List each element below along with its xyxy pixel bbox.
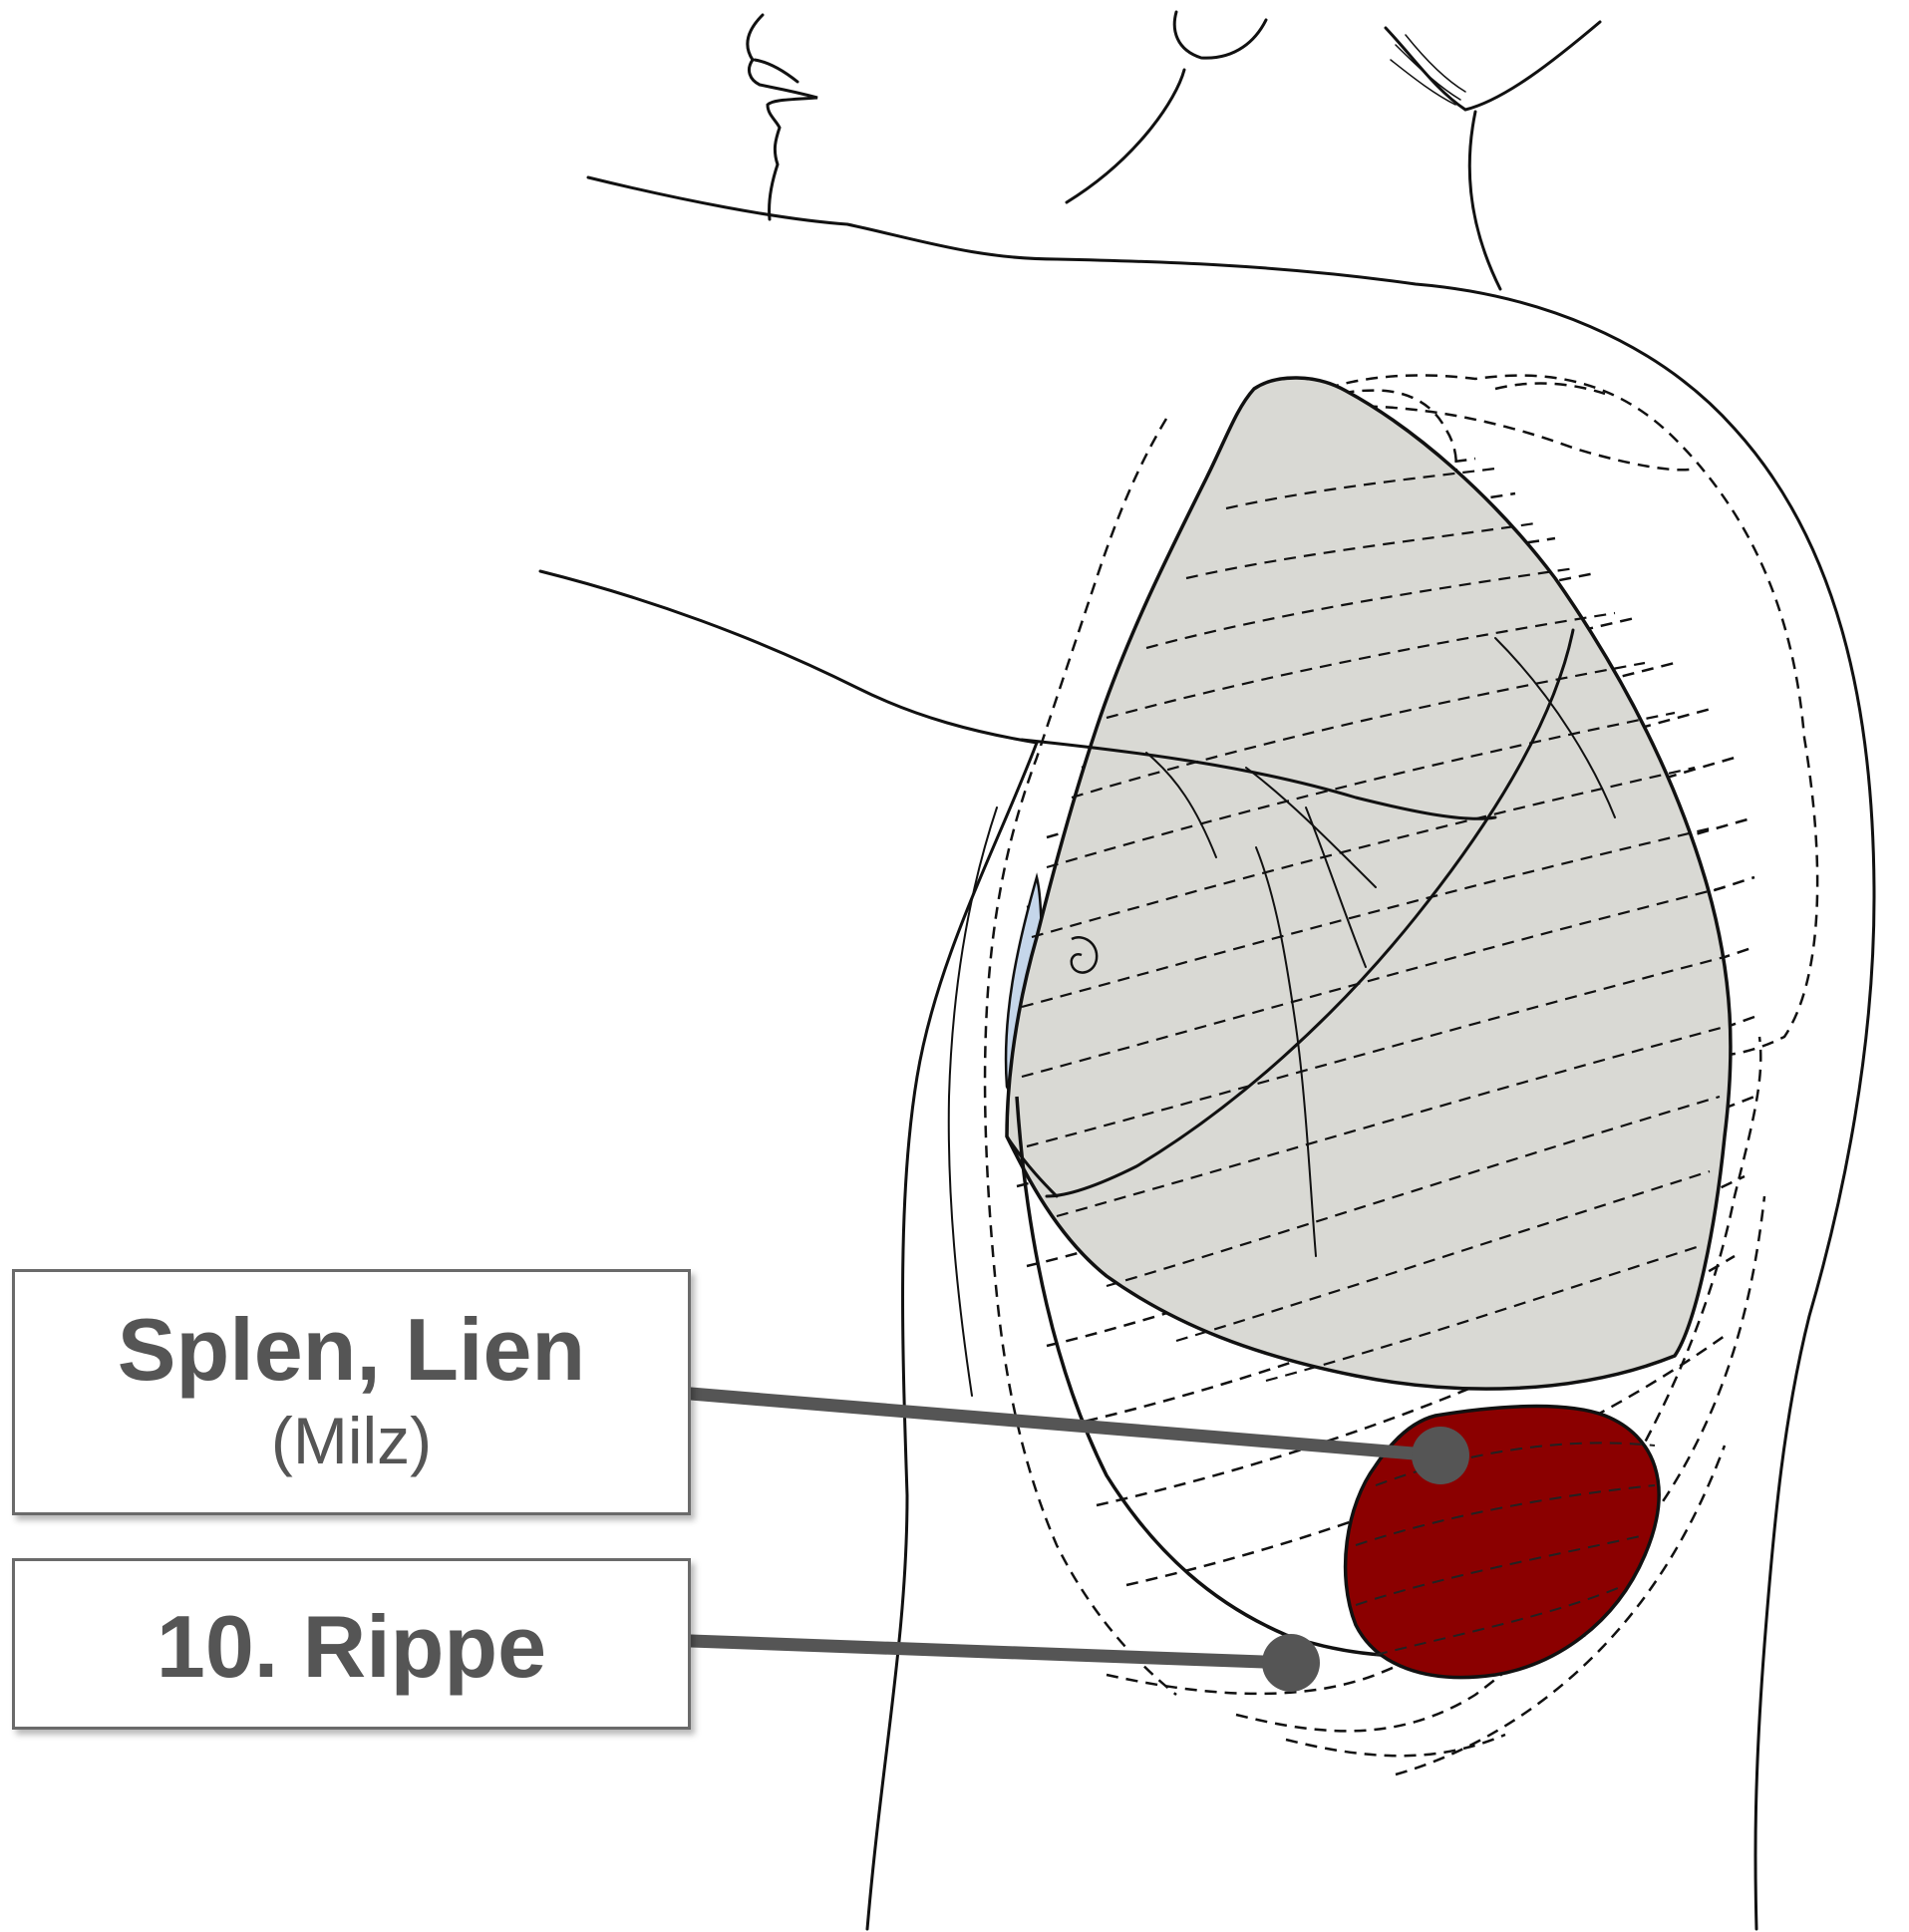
rib-label-title: 10. Rippe xyxy=(15,1603,688,1691)
neck-front xyxy=(1469,112,1500,289)
head-outline xyxy=(748,12,1600,289)
label-box-spleen: Splen, Lien (Milz) xyxy=(12,1269,691,1515)
leader-lines xyxy=(691,1394,1437,1663)
jaw-line-2 xyxy=(1067,70,1184,202)
lip-line xyxy=(755,60,797,82)
side-line xyxy=(867,743,1037,1929)
spleen-label-subtitle: (Milz) xyxy=(15,1408,688,1473)
face-profile xyxy=(748,15,817,219)
leader-line-rib xyxy=(691,1641,1291,1663)
leader-dot-spleen xyxy=(1412,1427,1469,1484)
arm-line xyxy=(540,571,1037,743)
spleen-label-title: Splen, Lien xyxy=(15,1306,688,1394)
leader-line-spleen xyxy=(691,1394,1437,1455)
label-box-rib: 10. Rippe xyxy=(12,1558,691,1730)
rib-bottom-contour-4 xyxy=(1286,1735,1505,1756)
lung xyxy=(1007,378,1731,1389)
leader-dot-rib xyxy=(1262,1634,1320,1692)
jaw-line xyxy=(1174,12,1266,58)
side-line-inner xyxy=(949,807,997,1396)
